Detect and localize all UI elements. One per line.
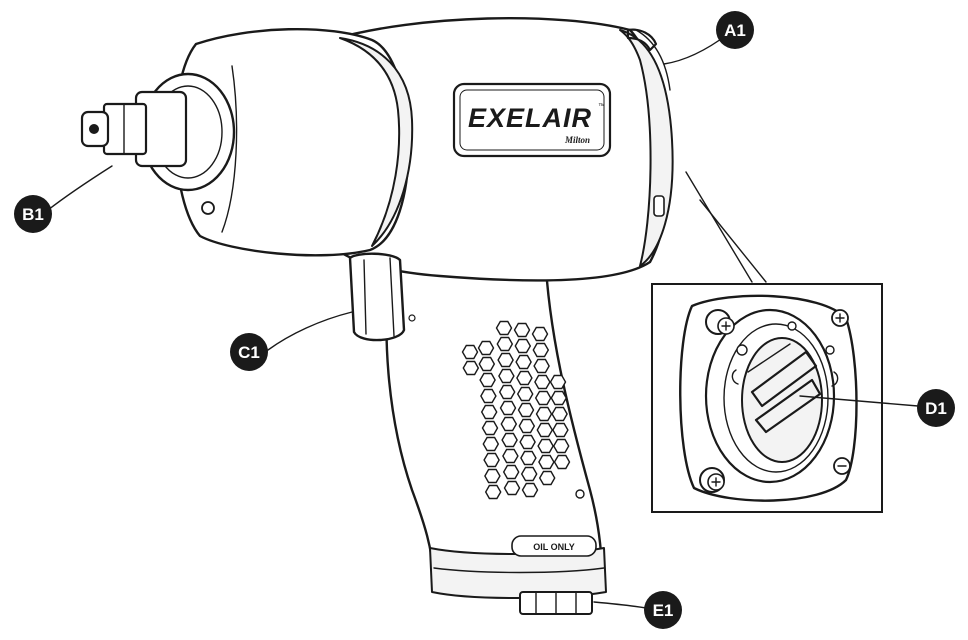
grip-hex xyxy=(550,390,568,406)
grip-hex xyxy=(479,372,496,388)
grip-hex xyxy=(534,390,552,406)
grip-hex xyxy=(503,480,521,496)
grip-hex xyxy=(549,374,567,390)
grip-hex xyxy=(502,464,520,480)
grip-hex xyxy=(516,386,534,402)
grip-hex xyxy=(515,354,532,370)
brand-name: EXELAIR xyxy=(468,103,592,133)
callout-A1: A1 xyxy=(716,11,754,49)
grip-hex xyxy=(516,370,533,386)
callout-C1: C1 xyxy=(230,333,268,371)
grip-hex xyxy=(495,320,513,336)
grip-hex-texture xyxy=(461,320,571,500)
grip-hex xyxy=(496,336,514,352)
inset-bolt xyxy=(831,309,849,327)
grip-hex xyxy=(531,326,549,342)
grip-hex xyxy=(480,404,498,420)
grip-hex xyxy=(519,434,536,450)
grip-hex xyxy=(537,438,554,454)
svg-text:A1: A1 xyxy=(724,21,746,40)
grip-hex xyxy=(521,482,539,498)
grip-hex xyxy=(534,374,551,390)
grip-hex xyxy=(484,468,501,484)
front-screw xyxy=(201,201,215,215)
grip-hex xyxy=(497,352,514,368)
brand-plate: EXELAIR ™ Milton xyxy=(452,82,612,158)
oil-only-plate xyxy=(511,535,597,557)
grip-hex xyxy=(477,340,495,356)
grip-hex xyxy=(480,388,497,404)
grip-hex xyxy=(518,418,536,434)
grip-hex xyxy=(513,322,531,338)
grip-hex xyxy=(552,422,569,438)
svg-text:E1: E1 xyxy=(653,601,674,620)
grip: OIL ONLY xyxy=(385,248,607,615)
grip-hex xyxy=(514,338,532,354)
grip-hex xyxy=(498,368,515,384)
grip-hex xyxy=(502,448,519,464)
grip-hex xyxy=(532,342,550,358)
grip-hex xyxy=(478,356,496,372)
grip-hex xyxy=(498,384,516,400)
grip-hex xyxy=(538,470,556,486)
callout-E1: E1 xyxy=(644,591,682,629)
grip-hex xyxy=(482,436,500,452)
svg-text:D1: D1 xyxy=(925,399,947,418)
grip-hex xyxy=(484,484,502,500)
inset-bolt xyxy=(705,309,735,335)
callout-B1: B1 xyxy=(14,195,52,233)
air-inlet xyxy=(519,591,593,615)
grip-hex xyxy=(520,466,538,482)
trigger xyxy=(348,252,416,342)
brand-trademark: ™ xyxy=(598,103,605,110)
anvil xyxy=(80,90,188,168)
svg-text:B1: B1 xyxy=(22,205,44,224)
housing: EXELAIR ™ Milton xyxy=(140,17,674,282)
grip-hex xyxy=(501,432,518,448)
grip-hex xyxy=(552,438,570,454)
rubber-boot xyxy=(339,37,414,247)
inset-bolt xyxy=(699,467,725,493)
grip-hex xyxy=(538,454,555,470)
callout-D1: D1 xyxy=(917,389,955,427)
grip-hole xyxy=(575,489,585,499)
grip-hex xyxy=(461,344,479,360)
grip-hex xyxy=(499,400,517,416)
grip-hex xyxy=(551,406,568,422)
grip-hex xyxy=(536,422,554,438)
reverse-valve xyxy=(747,343,822,434)
grip-hex xyxy=(500,416,518,432)
grip-hex xyxy=(535,406,553,422)
detail-inset xyxy=(651,171,883,513)
grip-hex xyxy=(533,358,550,374)
grip-hex xyxy=(483,452,500,468)
grip-hex xyxy=(462,360,480,376)
brand-sub: Milton xyxy=(564,135,590,145)
grip-hex xyxy=(481,420,499,436)
grip-hex xyxy=(553,454,571,470)
inset-bolt xyxy=(833,457,851,475)
svg-text:C1: C1 xyxy=(238,343,260,362)
grip-hex xyxy=(520,450,537,466)
grip-hex xyxy=(517,402,535,418)
oil-only-label: OIL ONLY xyxy=(533,542,575,552)
